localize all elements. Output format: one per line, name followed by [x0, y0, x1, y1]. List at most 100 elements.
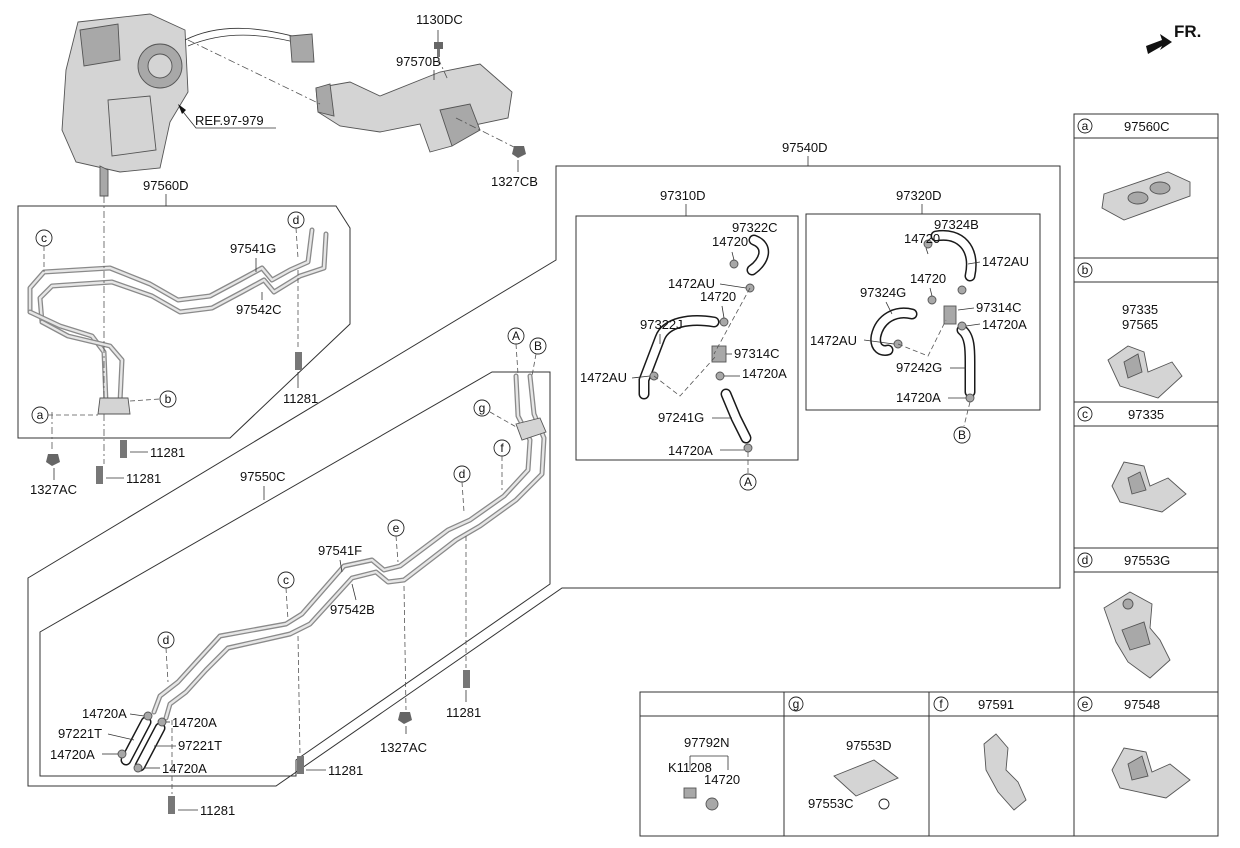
bolt-11281-upper	[295, 352, 302, 370]
svg-text:c: c	[1082, 407, 1088, 421]
hose-97324g-label: 97324G	[860, 285, 906, 300]
lower-marker-d2: d	[157, 631, 175, 649]
connector-97314c-b-label: 97314C	[976, 300, 1022, 315]
lower-marker-f: f	[493, 439, 511, 457]
nut-1327cb	[512, 146, 526, 158]
ref-label: REF.97-979	[195, 113, 264, 128]
hose-97241g-label: 97241G	[658, 410, 704, 425]
svg-text:14720: 14720	[704, 772, 740, 787]
ring-icon-g	[878, 798, 890, 810]
svg-text:97548: 97548	[1124, 697, 1160, 712]
svg-text:g: g	[793, 697, 800, 711]
svg-text:97553G: 97553G	[1124, 553, 1170, 568]
clamp-14720a-tl-label: 14720A	[82, 706, 127, 721]
clamp-icon-c	[1111, 461, 1187, 513]
hose-set-b-frame	[805, 213, 1041, 411]
svg-text:e: e	[1082, 697, 1089, 711]
upper-marker-b: b	[159, 390, 177, 408]
svg-text:d: d	[163, 633, 170, 647]
svg-text:b: b	[1082, 263, 1089, 277]
bolt-11281-lower-1	[120, 440, 127, 458]
upper-tube-assy-label: 97560D	[143, 178, 189, 193]
lower-marker-g: g	[473, 399, 491, 417]
svg-text:a: a	[1082, 119, 1089, 133]
clamp-14720-b-mid-label: 14720	[910, 271, 946, 286]
upper-marker-c: c	[35, 229, 53, 247]
bolt-1130dc-label: 1130DC	[416, 12, 463, 27]
svg-text:b: b	[165, 392, 172, 406]
lower-marker-e: e	[387, 519, 405, 537]
clamp-14720-a-mid-label: 14720	[700, 289, 736, 304]
svg-text:K11208: K11208	[668, 760, 712, 775]
svg-text:97553C: 97553C	[808, 796, 854, 811]
clip-1472au-b1-label: 1472AU	[982, 254, 1029, 269]
clamp-14720a-b-bottom-label: 14720A	[896, 390, 941, 405]
clamp-14720-a-top-label: 14720	[712, 234, 748, 249]
lower-marker-d1: d	[453, 465, 471, 483]
lower-small-hoses	[117, 711, 167, 773]
clip-icon-f	[983, 733, 1027, 811]
front-direction-indicator: FR.	[1146, 22, 1201, 54]
lower-marker-B: B	[529, 337, 547, 355]
hose-set-a-frame	[575, 215, 799, 461]
nut-1327ac-lower-label: 1327AC	[380, 740, 427, 755]
duct-97570b	[315, 63, 513, 153]
bolt-11281-lower-2	[96, 466, 103, 484]
svg-text:B: B	[958, 428, 966, 442]
hose-97324b-label: 97324B	[934, 217, 979, 232]
bolt-11281-lower-3	[463, 670, 470, 688]
svg-text:d: d	[293, 213, 300, 227]
connector-97314c-a-label: 97314C	[734, 346, 780, 361]
lower-marker-A: A	[507, 327, 525, 345]
clamp-icon-e	[1111, 747, 1191, 799]
svg-text:A: A	[512, 329, 520, 343]
bolt-11281-lower-3-label: 11281	[446, 705, 481, 720]
bolt-11281-lower-1b-label: 11281	[328, 763, 363, 778]
svg-text:d: d	[459, 467, 466, 481]
bolt-11281-lower-2b	[168, 796, 175, 814]
bolt-11281-upper-label: 11281	[283, 391, 318, 406]
hose-97322j-label: 97322J	[640, 317, 683, 332]
clamp-ring-icon	[705, 797, 719, 811]
lower-tube-pipes	[151, 373, 547, 721]
svg-text:c: c	[41, 231, 47, 245]
clamp-14720-b-top-label: 14720	[904, 231, 940, 246]
nut-1327ac-lower	[398, 712, 412, 724]
legend-d: d 97553G	[1077, 552, 1171, 679]
lower-tube-assy-label: 97550C	[240, 469, 286, 484]
clamp-14720a-bl-label: 14720A	[50, 747, 95, 762]
clamp-icon-b	[1107, 345, 1183, 399]
clip-icon	[683, 787, 697, 799]
upper-marker-d: d	[287, 211, 305, 229]
hose-group-frame	[27, 165, 1061, 787]
clamp-14720a-a-label: 14720A	[742, 366, 787, 381]
hose-set-b-marker: B	[953, 426, 971, 444]
fr-label: FR.	[1174, 22, 1201, 41]
hose-97242g-label: 97242G	[896, 360, 942, 375]
upper-tube-assy-frame	[17, 205, 351, 439]
legend-g: g 97553D 97553C	[788, 696, 899, 811]
nut-1327ac-upper	[46, 454, 60, 466]
legend-a: a 97560C	[1077, 118, 1191, 221]
pad-icon-g	[833, 759, 899, 797]
tube-97542b-label: 97542B	[330, 602, 375, 617]
clamp-14720a-b-label: 14720A	[982, 317, 1027, 332]
tube-97541f-label: 97541F	[318, 543, 362, 558]
legend-b: b 97335 97565	[1077, 262, 1183, 399]
nut-1327cb-label: 1327CB	[491, 174, 538, 189]
clamp-14720a-tr-label: 14720A	[172, 715, 217, 730]
bolt-11281-lower-1b	[297, 756, 304, 774]
legend-panel	[1073, 113, 1219, 693]
svg-text:f: f	[500, 441, 504, 455]
svg-text:f: f	[939, 697, 943, 711]
tube-97542c-label: 97542C	[236, 302, 282, 317]
svg-text:e: e	[393, 521, 400, 535]
svg-text:g: g	[479, 401, 486, 415]
clip-1472au-b2-label: 1472AU	[810, 333, 857, 348]
svg-text:97553D: 97553D	[846, 738, 892, 753]
clip-1472au-a2-label: 1472AU	[580, 370, 627, 385]
lower-marker-c: c	[277, 571, 295, 589]
legend-f: f 97591	[933, 696, 1027, 811]
svg-text:97565: 97565	[1122, 317, 1158, 332]
